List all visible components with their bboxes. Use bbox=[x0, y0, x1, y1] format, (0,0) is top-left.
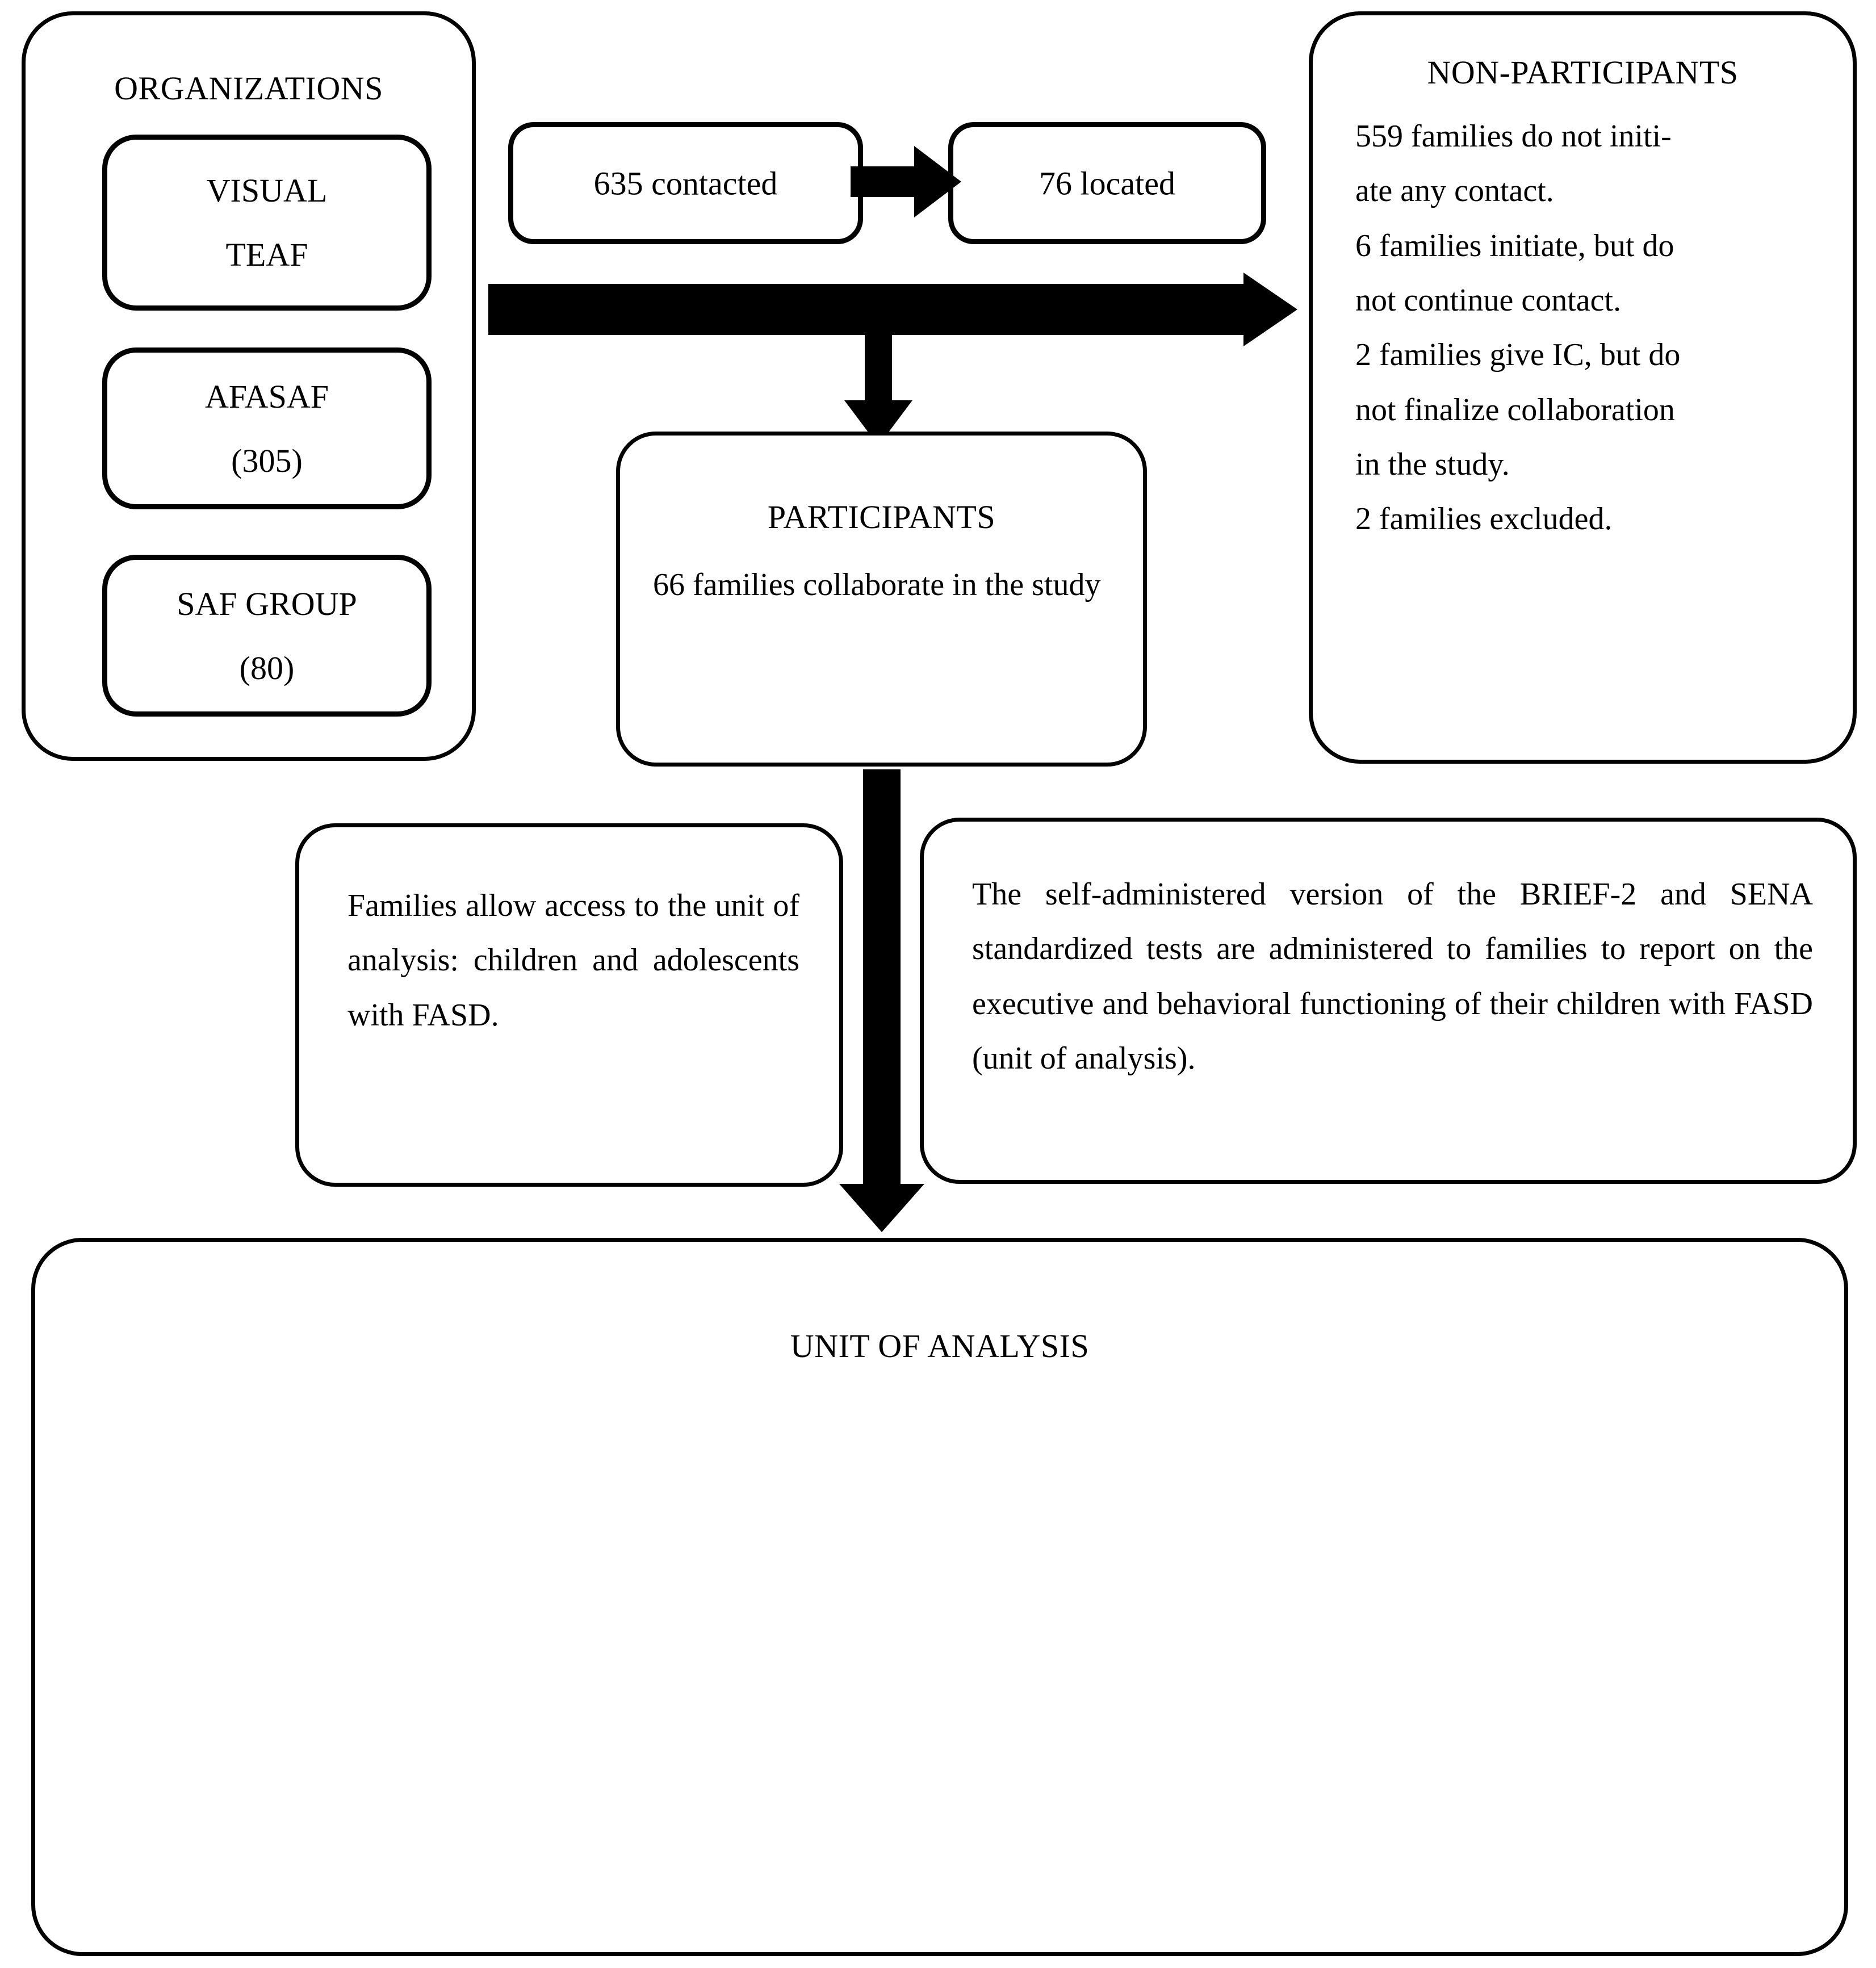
organization-card-afasaf: AFASAF (305) bbox=[102, 347, 432, 509]
non-participants-line: 2 families excluded. bbox=[1355, 501, 1613, 537]
organization-saf-group-name: SAF GROUP bbox=[177, 585, 357, 622]
non-participants-lines: 559 families do not initi- ate any conta… bbox=[1355, 109, 1830, 547]
non-participants-line: 2 families give IC, but do bbox=[1355, 337, 1681, 373]
non-participants-line: ate any contact. bbox=[1355, 173, 1554, 209]
participants-container: PARTICIPANTS 66 families collaborate in … bbox=[616, 432, 1147, 767]
non-participants-container: NON-PARTICIPANTS 559 families do not ini… bbox=[1309, 11, 1857, 764]
organizations-title: ORGANIZATIONS bbox=[114, 70, 383, 107]
contacted-label: 635 contacted bbox=[593, 165, 778, 202]
arrow-down-icon-to-participants bbox=[844, 315, 912, 446]
organization-card-saf-group: SAF GROUP (80) bbox=[102, 555, 432, 717]
non-participants-line: 6 families initiate, but do bbox=[1355, 228, 1674, 263]
arrow-down-icon-to-unit-of-analysis bbox=[839, 769, 924, 1232]
standardized-tests-text: The self-administered version of the BRI… bbox=[972, 877, 1813, 1076]
unit-of-analysis-container: UNIT OF ANALYSIS GENDER 38 men 28 women … bbox=[31, 1238, 1848, 1956]
arrow-right-icon-contacted-to-located bbox=[851, 145, 961, 219]
arrow-right-icon-to-non-participants bbox=[488, 273, 1297, 346]
located-box: 76 located bbox=[948, 122, 1266, 244]
families-access-text: Families allow access to the unit of ana… bbox=[347, 888, 799, 1033]
organization-visual-teaf-label: VISUAL TEAF bbox=[107, 158, 426, 287]
participants-text: 66 families collaborate in the study bbox=[653, 567, 1101, 602]
organization-card-visual-teaf: VISUAL TEAF bbox=[102, 135, 432, 311]
non-participants-line: not finalize collaboration bbox=[1355, 392, 1675, 428]
standardized-tests-box: The self-administered version of the BRI… bbox=[920, 818, 1857, 1184]
organization-afasaf-label: AFASAF (305) bbox=[107, 364, 426, 492]
non-participants-line: in the study. bbox=[1355, 446, 1510, 482]
organization-visual-line2: TEAF bbox=[225, 236, 308, 273]
non-participants-line: not continue contact. bbox=[1355, 282, 1622, 318]
organizations-container: ORGANIZATIONS VISUAL TEAF AFASAF (305) S… bbox=[22, 11, 476, 761]
organization-afasaf-name: AFASAF bbox=[204, 378, 329, 415]
participants-title: PARTICIPANTS bbox=[767, 499, 996, 535]
organization-afasaf-count: (305) bbox=[231, 442, 303, 479]
organization-visual-line1: VISUAL bbox=[206, 171, 328, 209]
contacted-box: 635 contacted bbox=[508, 122, 863, 244]
unit-of-analysis-title: UNIT OF ANALYSIS bbox=[790, 1328, 1090, 1364]
organization-saf-group-count: (80) bbox=[239, 649, 295, 686]
non-participants-line: 559 families do not initi- bbox=[1355, 119, 1672, 154]
located-label: 76 located bbox=[1039, 165, 1175, 202]
organization-saf-group-label: SAF GROUP (80) bbox=[107, 571, 426, 700]
non-participants-title: NON-PARTICIPANTS bbox=[1427, 54, 1739, 91]
families-access-box: Families allow access to the unit of ana… bbox=[295, 823, 843, 1187]
